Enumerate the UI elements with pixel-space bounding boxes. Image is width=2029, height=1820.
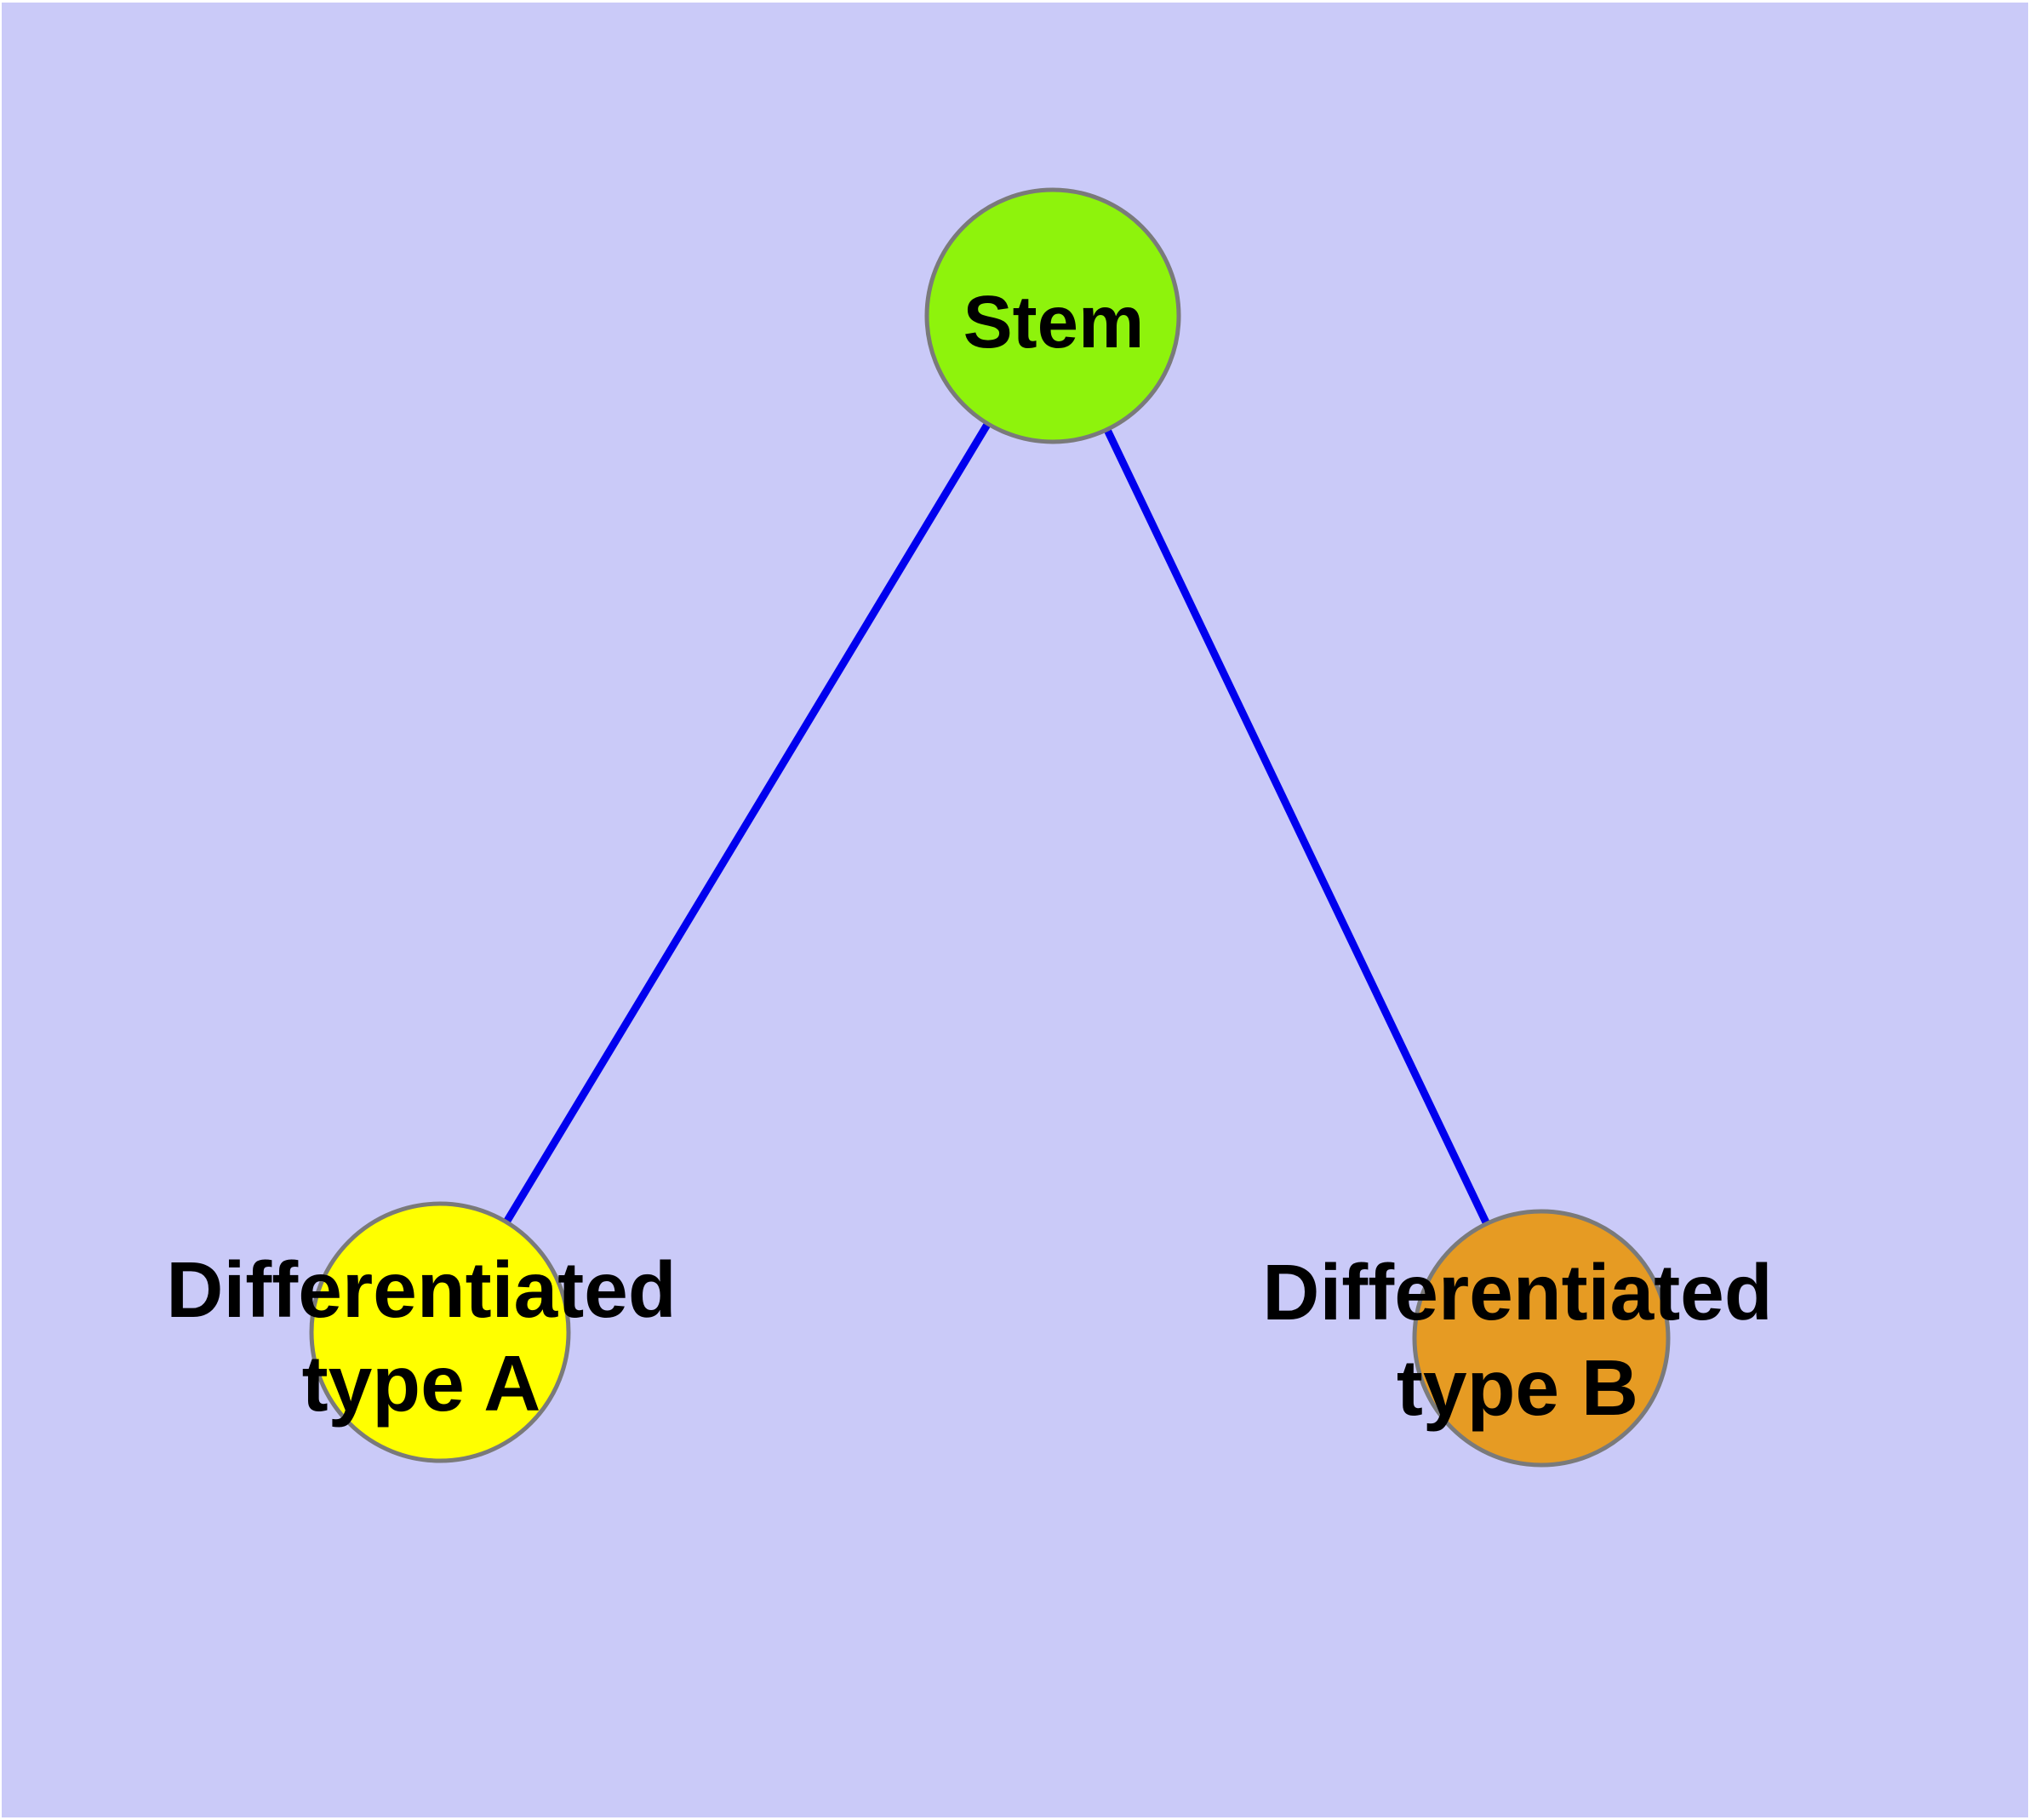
edge-stem-to-differentiated-type-b xyxy=(1049,314,1546,1340)
node-differentiated-type-a-label-line2: type A xyxy=(302,1339,541,1428)
node-differentiated-type-b-label-line1: Differentiated xyxy=(1262,1248,1772,1336)
node-differentiated-type-a xyxy=(309,1201,571,1463)
node-differentiated-type-b-label-line2: type B xyxy=(1397,1343,1638,1432)
node-stem-label: Stem xyxy=(963,281,1145,363)
node-differentiated-type-a-label-line1: Differentiated xyxy=(166,1245,676,1334)
edge-stem-to-differentiated-type-a xyxy=(437,313,1056,1335)
node-differentiated-type-b xyxy=(1412,1209,1671,1468)
node-stem xyxy=(924,187,1181,444)
